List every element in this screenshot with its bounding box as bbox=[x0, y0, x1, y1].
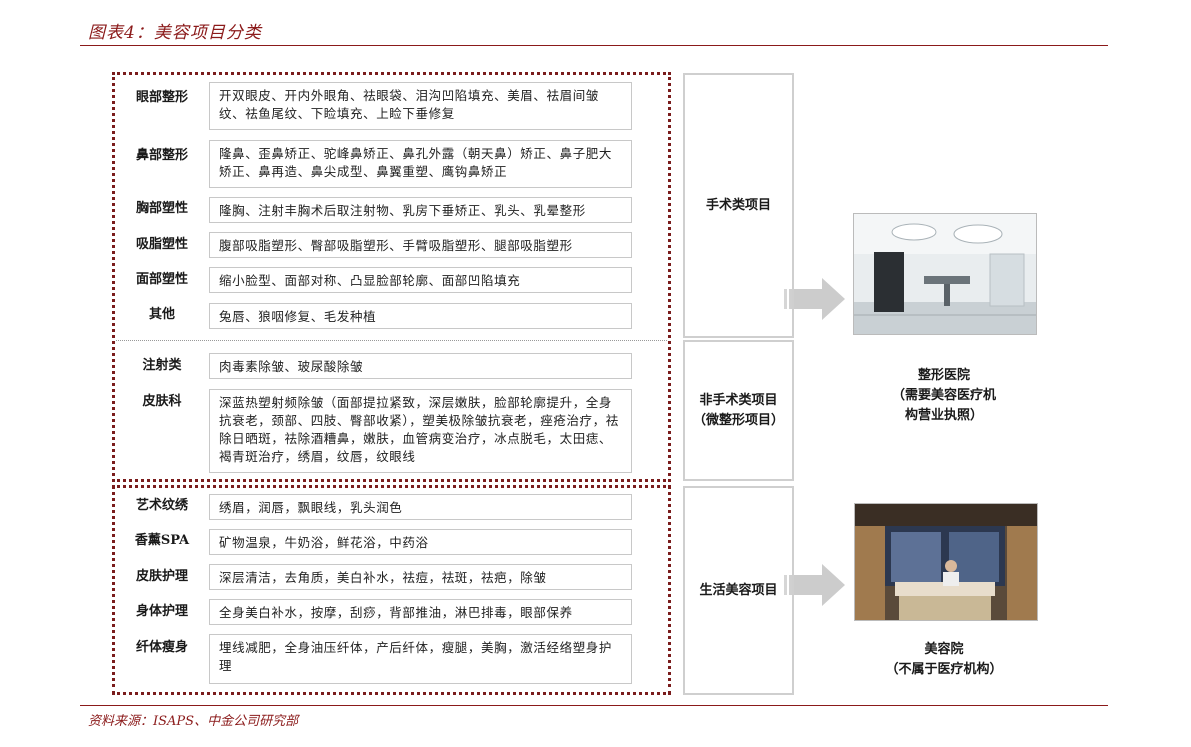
item-label-face: 面部塑性 bbox=[135, 272, 188, 287]
category-lifestyle-label: 生活美容项目 bbox=[699, 582, 778, 598]
item-label-eye: 眼部整形 bbox=[135, 90, 188, 105]
source-note: 资料来源：ISAPS、中金公司研究部 bbox=[88, 714, 299, 729]
destination-hospital-name: 整形医院 bbox=[917, 368, 970, 383]
item-desc-bodycare: 全身美白补水，按摩，刮痧，背部推油，淋巴排毒，眼部保养 bbox=[209, 599, 632, 625]
destination-salon-note: （不属于医疗机构） bbox=[885, 662, 1003, 677]
item-desc-chest: 隆胸、注射丰胸术后取注射物、乳房下垂矫正、乳头、乳晕整形 bbox=[209, 197, 632, 223]
item-desc-other: 兔唇、狼咽修复、毛发种植 bbox=[209, 303, 632, 329]
category-nonsurgical-label: 非手术类项目 bbox=[699, 392, 778, 408]
figure-title: 图表4：美容项目分类 bbox=[88, 23, 262, 43]
category-surgical: 手术类项目 bbox=[683, 73, 794, 338]
item-desc-eye: 开双眼皮、开内外眼角、祛眼袋、泪沟凹陷填充、美眉、祛眉间皱纹、祛鱼尾纹、下睑填充… bbox=[209, 82, 632, 130]
item-label-slimming: 纤体瘦身 bbox=[135, 640, 188, 655]
category-lifestyle: 生活美容项目 bbox=[683, 486, 794, 695]
item-label-tattoo: 艺术纹绣 bbox=[135, 498, 188, 513]
item-label-spa: 香薰SPA bbox=[134, 533, 190, 548]
destination-salon-caption: 美容院 （不属于医疗机构） bbox=[853, 640, 1035, 680]
category-nonsurgical: 非手术类项目 （微整形项目） bbox=[683, 340, 794, 481]
item-label-injection: 注射类 bbox=[142, 358, 182, 373]
medical-projects-frame bbox=[112, 72, 671, 482]
destination-hospital-note-1: （需要美容医疗机 bbox=[891, 388, 996, 403]
lifestyle-projects-frame bbox=[112, 485, 671, 695]
category-nonsurgical-sub: （微整形项目） bbox=[692, 412, 784, 428]
category-surgical-label: 手术类项目 bbox=[705, 197, 771, 213]
beauty-salon-photo bbox=[854, 503, 1038, 621]
operating-room-photo bbox=[853, 213, 1037, 335]
item-desc-injection: 肉毒素除皱、玻尿酸除皱 bbox=[209, 353, 632, 379]
item-desc-nose: 隆鼻、歪鼻矫正、驼峰鼻矫正、鼻孔外露（朝天鼻）矫正、鼻子肥大矫正、鼻再造、鼻尖成… bbox=[209, 140, 632, 188]
header-rule bbox=[80, 45, 1108, 46]
item-label-dermatology: 皮肤科 bbox=[142, 394, 182, 409]
item-label-skincare: 皮肤护理 bbox=[135, 569, 188, 584]
item-label-bodycare: 身体护理 bbox=[135, 604, 188, 619]
arrow-right-icon bbox=[784, 278, 845, 320]
item-label-other: 其他 bbox=[148, 307, 175, 322]
footer-rule bbox=[80, 705, 1108, 706]
item-label-liposuction: 吸脂塑性 bbox=[135, 237, 188, 252]
destination-salon-name: 美容院 bbox=[924, 642, 964, 657]
destination-hospital-caption: 整形医院 （需要美容医疗机 构营业执照） bbox=[853, 366, 1035, 426]
item-desc-skincare: 深层清洁，去角质，美白补水，祛痘，祛斑，祛疤，除皱 bbox=[209, 564, 632, 590]
item-label-chest: 胸部塑性 bbox=[135, 201, 188, 216]
item-desc-dermatology: 深蓝热塑射频除皱（面部提拉紧致，深层嫩肤，脸部轮廓提升，全身抗衰老，颈部、四肢、… bbox=[209, 389, 632, 473]
destination-hospital-note-2: 构营业执照） bbox=[904, 408, 983, 423]
item-desc-tattoo: 绣眉，润唇，飘眼线，乳头润色 bbox=[209, 494, 632, 520]
arrow-right-icon bbox=[784, 564, 845, 606]
item-label-nose: 鼻部整形 bbox=[135, 148, 188, 163]
group-divider bbox=[116, 340, 667, 341]
item-desc-face: 缩小脸型、面部对称、凸显脸部轮廓、面部凹陷填充 bbox=[209, 267, 632, 293]
item-desc-liposuction: 腹部吸脂塑形、臀部吸脂塑形、手臂吸脂塑形、腿部吸脂塑形 bbox=[209, 232, 632, 258]
item-desc-slimming: 埋线减肥，全身油压纤体，产后纤体，瘦腿，美胸，激活经络塑身护理 bbox=[209, 634, 632, 684]
item-desc-spa: 矿物温泉，牛奶浴，鲜花浴，中药浴 bbox=[209, 529, 632, 555]
